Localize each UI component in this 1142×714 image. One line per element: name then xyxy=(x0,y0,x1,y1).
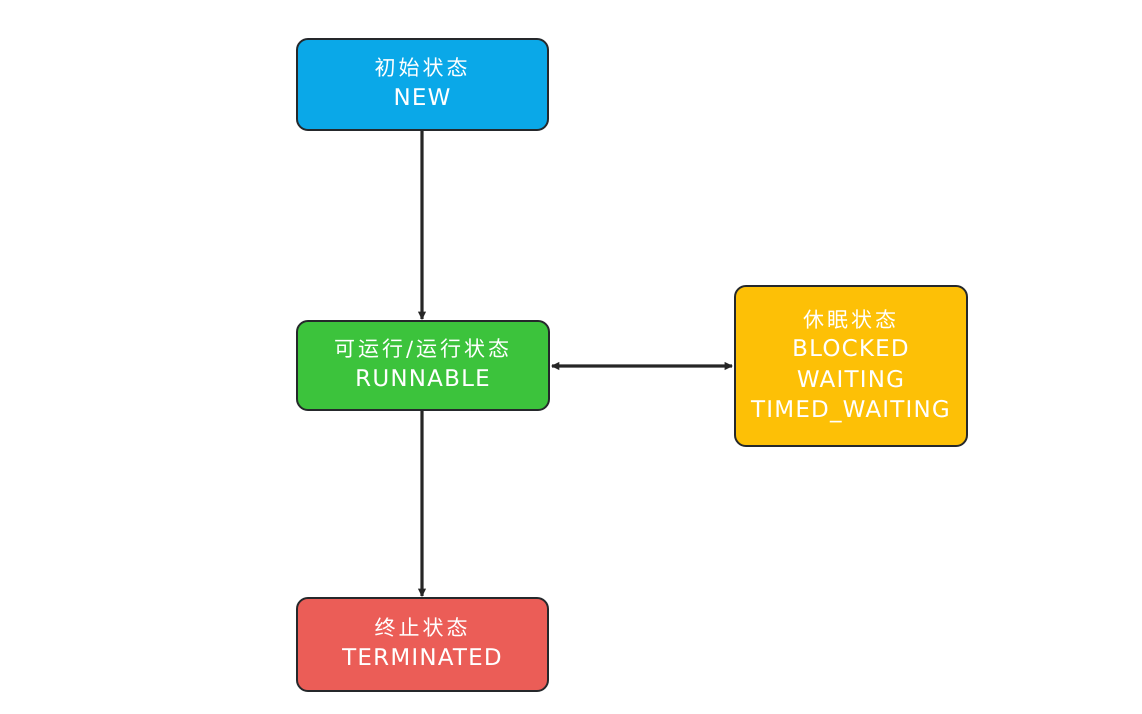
terminated-state-node[interactable]: 终止状态 TERMINATED xyxy=(296,597,549,692)
sleeping-state-label-timed-waiting: TIMED_WAITING xyxy=(751,397,951,424)
runnable-state-label-en: RUNNABLE xyxy=(355,366,491,393)
initial-state-node[interactable]: 初始状态 NEW xyxy=(296,38,549,131)
sleeping-state-label-blocked: BLOCKED xyxy=(792,336,910,363)
runnable-state-label-cn: 可运行/运行状态 xyxy=(333,337,513,362)
sleeping-state-label-waiting: WAITING xyxy=(796,366,906,393)
sleeping-state-node[interactable]: 休眠状态 BLOCKED WAITING TIMED_WAITING xyxy=(734,285,968,447)
initial-state-label-en: NEW xyxy=(393,85,452,112)
terminated-state-label-cn: 终止状态 xyxy=(374,616,471,641)
initial-state-label-cn: 初始状态 xyxy=(374,56,471,81)
runnable-state-node[interactable]: 可运行/运行状态 RUNNABLE xyxy=(296,320,550,411)
terminated-state-label-en: TERMINATED xyxy=(342,645,503,672)
sleeping-state-label-cn: 休眠状态 xyxy=(803,307,899,332)
